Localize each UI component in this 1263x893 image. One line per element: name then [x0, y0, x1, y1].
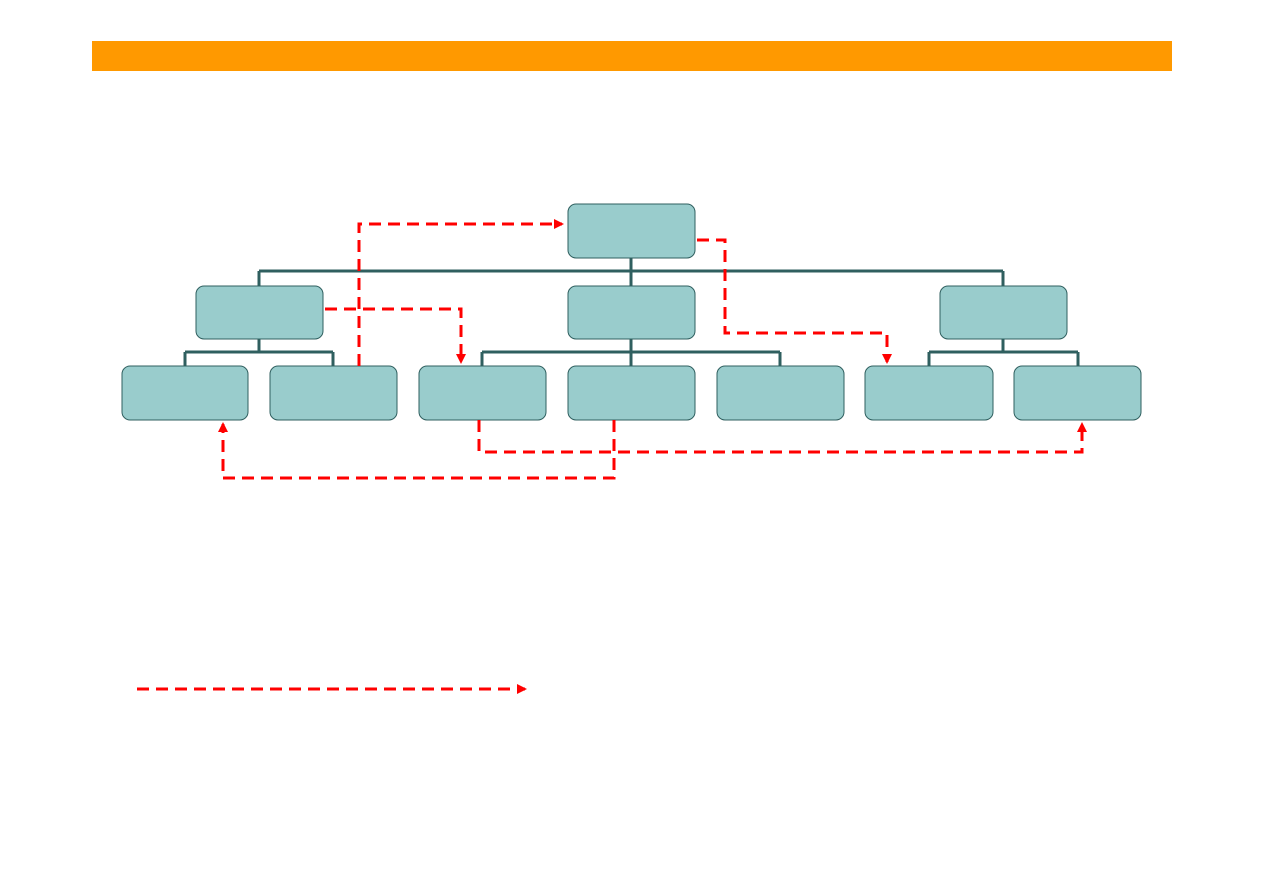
flow-midleft-to-leaf3	[325, 307, 466, 364]
flow-leaf4-to-leaf1	[218, 420, 616, 480]
node-root	[567, 203, 696, 259]
node-leaf-6	[864, 365, 994, 421]
connector-midcenter-to-leaves	[480, 339, 782, 367]
flow-root-to-leaf6	[697, 238, 892, 364]
connector-midleft-to-leaves	[183, 339, 335, 367]
flow-leaf3-to-leaf7	[477, 420, 1087, 454]
node-leaf-7	[1013, 365, 1142, 421]
connector-midright-to-leaves	[927, 339, 1080, 367]
tree-connectors	[183, 258, 1080, 367]
flow-arrows	[218, 219, 1087, 480]
node-leaf-4	[567, 365, 696, 421]
node-leaf-5	[716, 365, 845, 421]
connector-root-to-level1	[257, 258, 1005, 286]
node-leaf-3	[418, 365, 547, 421]
node-mid-right	[939, 285, 1068, 340]
node-leaf-1	[121, 365, 249, 421]
node-mid-center	[567, 285, 696, 340]
title-bar	[92, 41, 1172, 71]
node-mid-left	[195, 285, 324, 340]
flow-leaf2-to-root	[357, 219, 564, 366]
node-leaf-2	[269, 365, 398, 421]
